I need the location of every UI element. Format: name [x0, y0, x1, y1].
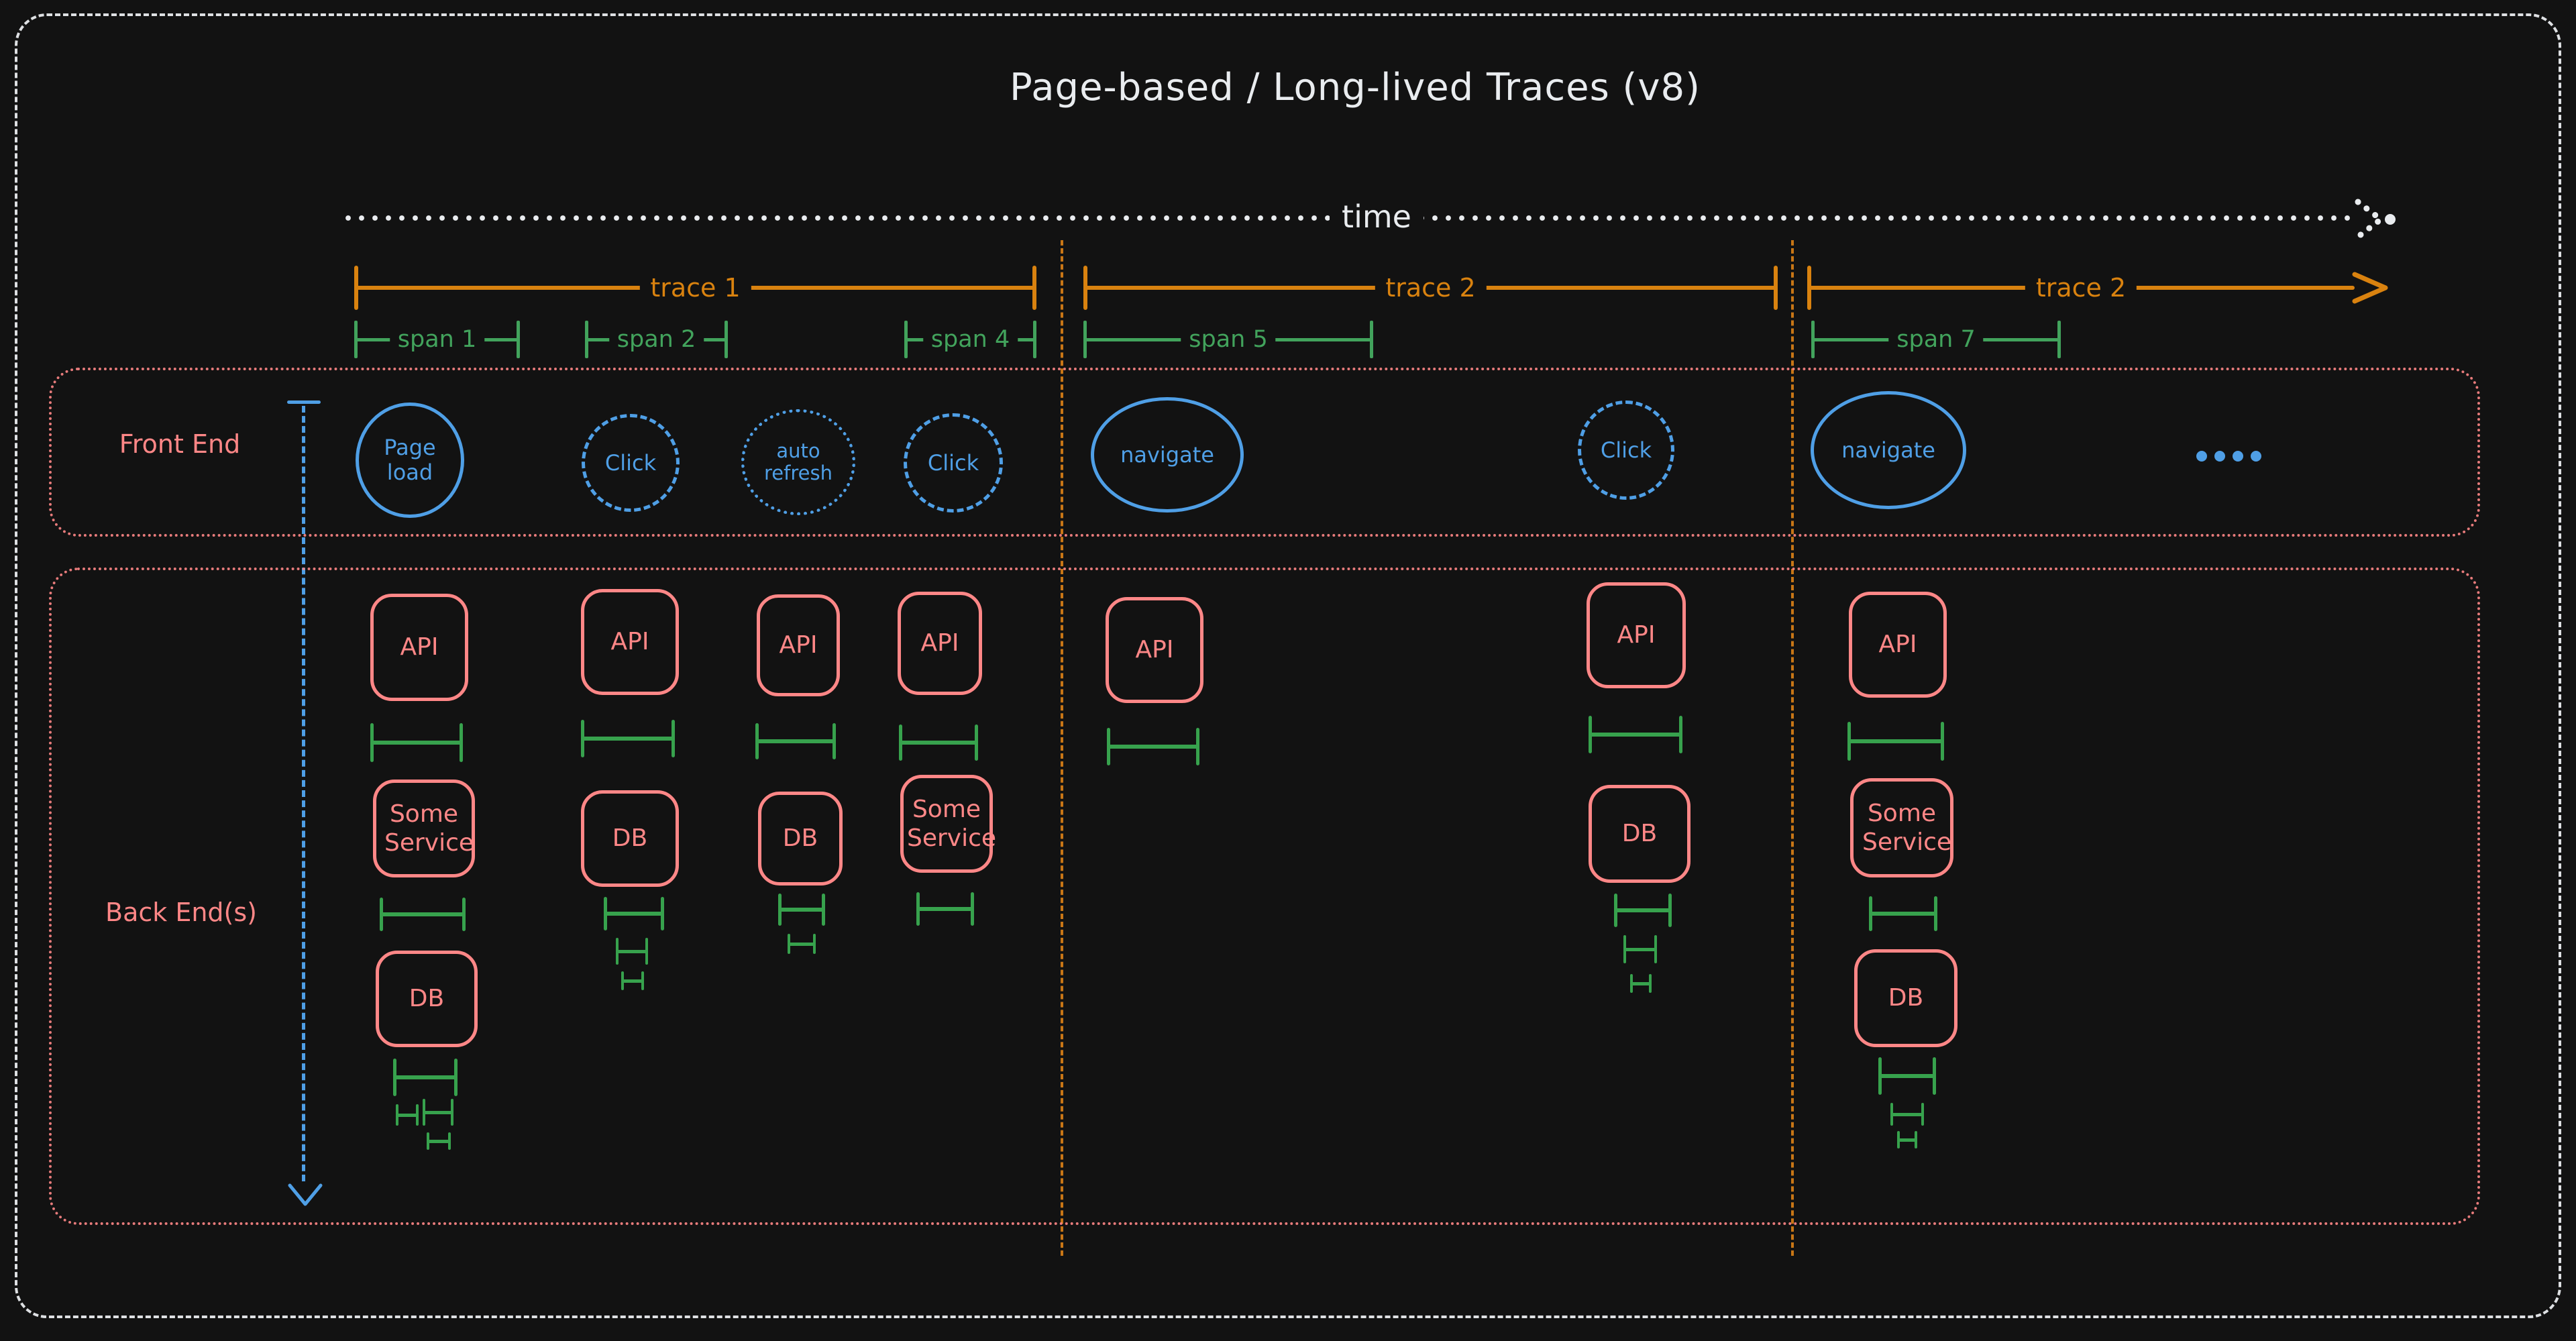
- latency-bracket: [621, 971, 644, 990]
- latency-bracket: [370, 723, 463, 762]
- box-label: DB: [409, 985, 445, 1013]
- time-axis-label: time: [1330, 199, 1424, 235]
- box-label: API: [1135, 636, 1174, 664]
- latency-bracket: [755, 723, 836, 759]
- latency-bracket: [396, 1104, 419, 1126]
- backend-box-api: API: [1587, 582, 1686, 688]
- box-label: DB: [782, 824, 818, 853]
- latency-bracket: [1897, 1131, 1917, 1148]
- latency-bracket: [393, 1059, 458, 1096]
- backend-box-db: DB: [376, 951, 478, 1047]
- trace-1-label: trace 1: [639, 273, 751, 303]
- latency-bracket: [581, 720, 675, 757]
- trace-1-bar: trace 1: [354, 266, 1036, 310]
- span-2-label: span 2: [608, 326, 704, 353]
- diagram-title: Page-based / Long-lived Traces (v8): [1009, 66, 1701, 109]
- latency-bracket: [1869, 896, 1937, 931]
- box-label: Some Service: [384, 800, 474, 857]
- latency-bracket: [1614, 894, 1672, 927]
- box-label: Some Service: [907, 795, 997, 852]
- box-label: API: [400, 633, 439, 661]
- event-label: Click: [604, 449, 657, 476]
- box-label: DB: [1621, 820, 1658, 848]
- frontend-lane: [49, 368, 2480, 537]
- backend-box-some-service: Some Service: [1850, 778, 1953, 877]
- latency-bracket: [1589, 716, 1682, 753]
- backend-box-api: API: [581, 589, 679, 695]
- latency-bracket: [1623, 935, 1657, 963]
- event-ellipse-click-3: Click: [1578, 400, 1674, 500]
- trace-3-label: trace 2: [2025, 273, 2137, 303]
- backend-box-db: DB: [1589, 785, 1690, 883]
- arrow-down-icon: [288, 1183, 323, 1206]
- event-label: auto refresh: [764, 439, 833, 484]
- trace-arrow-icon: [2352, 272, 2388, 304]
- span-1-bracket: span 1: [354, 321, 520, 358]
- backend-box-db: DB: [581, 790, 679, 887]
- latency-bracket: [423, 1099, 453, 1126]
- latency-bracket: [1847, 722, 1944, 761]
- span-2-bracket: span 2: [585, 321, 728, 358]
- latency-bracket: [604, 897, 664, 930]
- latency-bracket: [1107, 728, 1199, 765]
- latency-bracket: [616, 938, 648, 965]
- event-ellipse-click-1: Click: [582, 414, 680, 512]
- event-ellipse-click-2: Click: [904, 413, 1003, 513]
- backend-lane-label: Back End(s): [105, 898, 257, 927]
- frontend-lane-label: Front End: [119, 429, 241, 459]
- box-label: API: [1878, 631, 1917, 659]
- latency-bracket: [788, 934, 816, 954]
- time-axis-arrow-icon: [2355, 199, 2396, 240]
- trace-divider-2: [1791, 240, 1794, 1256]
- event-label: navigate: [1120, 441, 1214, 468]
- span-4-bracket: span 4: [904, 321, 1036, 358]
- event-label: Page load: [384, 435, 436, 485]
- more-events-dots-icon: [2196, 451, 2261, 462]
- backend-box-some-service: Some Service: [900, 775, 997, 873]
- latency-bracket: [899, 725, 978, 761]
- trace-divider-1: [1061, 240, 1063, 1256]
- backend-box-api: API: [1849, 592, 1947, 698]
- box-label: API: [610, 628, 649, 656]
- latency-bracket: [916, 892, 974, 926]
- trace-2-label: trace 2: [1375, 273, 1487, 303]
- box-label: Some Service: [1862, 799, 1952, 856]
- box-label: API: [779, 631, 818, 659]
- event-ellipse-page-load: Page load: [356, 403, 464, 518]
- event-ellipse-auto-refresh: auto refresh: [741, 409, 855, 515]
- span-4-label: span 4: [922, 326, 1018, 353]
- box-label: DB: [1888, 984, 1924, 1012]
- backend-box-api: API: [898, 592, 982, 695]
- latency-bracket: [1890, 1103, 1924, 1126]
- backend-lane: [49, 568, 2480, 1225]
- box-label: API: [1617, 621, 1656, 649]
- trace-3-bar: trace 2: [1807, 266, 2388, 310]
- backend-box-api: API: [1106, 597, 1203, 703]
- trace-2-bar: trace 2: [1083, 266, 1778, 310]
- backend-box-db: DB: [1854, 949, 1957, 1047]
- event-label: Click: [1600, 437, 1652, 463]
- box-label: DB: [612, 824, 648, 853]
- span-7-label: span 7: [1888, 326, 1984, 353]
- backend-box-some-service: Some Service: [373, 780, 475, 877]
- outer-dashed-border: [15, 13, 2561, 1318]
- backend-box-api: API: [757, 594, 840, 696]
- latency-bracket: [380, 898, 466, 931]
- event-label: Click: [927, 449, 979, 476]
- latency-bracket: [1878, 1057, 1936, 1095]
- span-1-label: span 1: [389, 326, 485, 353]
- latency-bracket: [427, 1132, 451, 1150]
- backend-box-api: API: [370, 594, 468, 701]
- span-7-bracket: span 7: [1811, 321, 2061, 358]
- box-label: API: [920, 629, 959, 657]
- latency-bracket: [778, 894, 825, 926]
- span-5-bracket: span 5: [1083, 321, 1373, 358]
- event-ellipse-navigate-1: navigate: [1091, 397, 1244, 513]
- event-label: navigate: [1841, 437, 1935, 463]
- event-ellipse-navigate-2: navigate: [1811, 391, 1966, 509]
- backend-box-db: DB: [758, 792, 843, 886]
- span-5-label: span 5: [1181, 326, 1276, 353]
- latency-bracket: [1630, 974, 1652, 993]
